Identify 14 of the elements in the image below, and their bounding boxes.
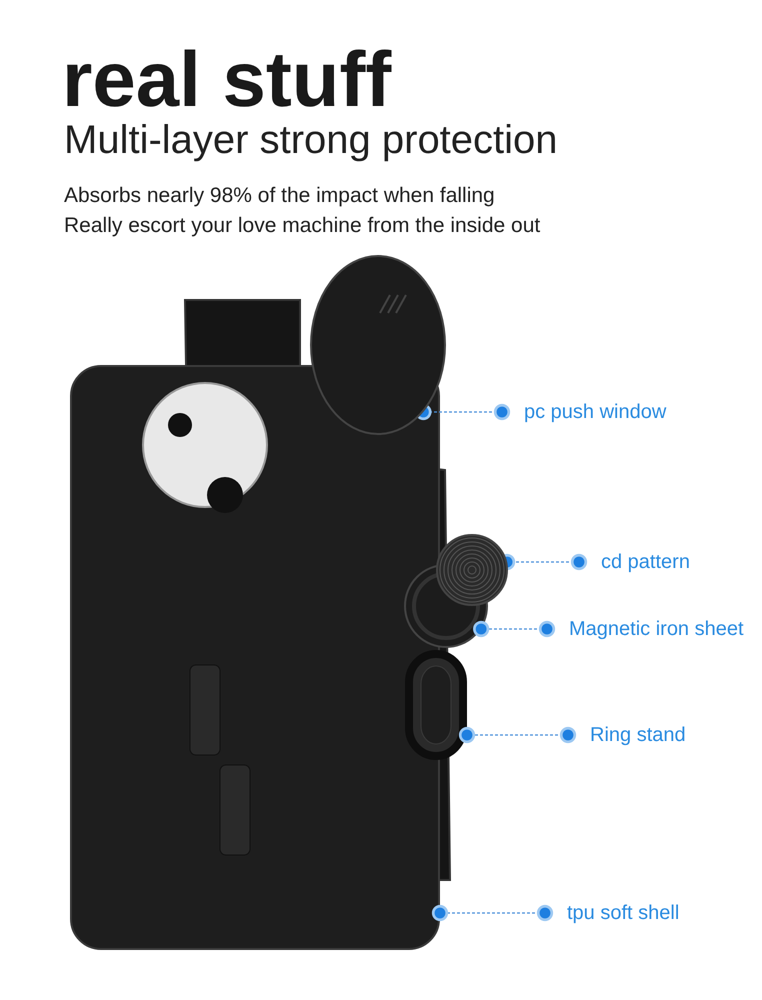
leader-line [458, 726, 576, 744]
leader-line [432, 904, 554, 922]
callout-label: tpu soft shell [545, 901, 680, 925]
ring-stand [405, 650, 467, 760]
callout-label: cd pattern [579, 550, 690, 574]
callout-label: pc push window [502, 400, 666, 424]
soft-shell [70, 365, 440, 950]
body-text: Absorbs nearly 98% of the impact when falling [64, 183, 495, 209]
callout-label: Magnetic iron sheet [547, 617, 744, 641]
leader-line [415, 404, 510, 420]
leader-line [473, 620, 556, 638]
body-text: Really escort your love machine from the inside out [64, 213, 540, 239]
push-window-disc [310, 255, 446, 435]
callout-label: Ring stand [568, 723, 686, 747]
